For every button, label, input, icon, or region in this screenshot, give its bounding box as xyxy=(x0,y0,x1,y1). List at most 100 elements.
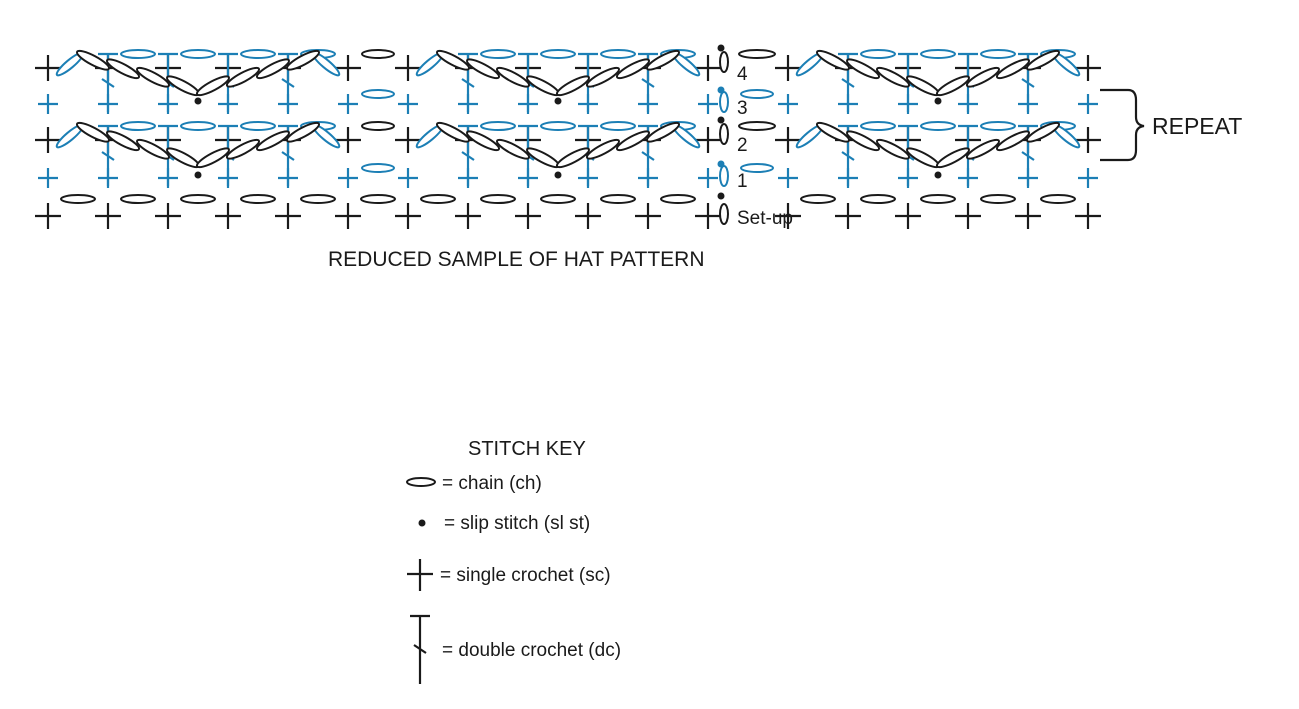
chain-stitch xyxy=(255,58,291,80)
slip-stitch xyxy=(194,97,202,105)
chain-stitch xyxy=(480,194,516,204)
slip-stitch xyxy=(934,171,942,179)
single-crochet-stitch xyxy=(35,127,61,153)
single-crochet-stitch xyxy=(778,94,798,114)
chain-stitch xyxy=(225,66,261,88)
single-crochet-stitch xyxy=(398,168,418,188)
chain-stitch xyxy=(495,66,531,88)
chain-stitch xyxy=(540,194,576,204)
chain-stitch xyxy=(585,138,621,160)
chain-stitch xyxy=(645,49,681,71)
single-crochet-stitch xyxy=(35,55,61,81)
chain-stitch xyxy=(120,194,156,204)
single-crochet-stitch xyxy=(1075,203,1101,229)
chain-stitch xyxy=(555,147,591,169)
chain-stitch xyxy=(1040,194,1076,204)
key-label-slip-stitch: = slip stitch (sl st) xyxy=(444,513,590,534)
row-label-3: 3 xyxy=(737,98,748,119)
single-crochet-icon xyxy=(407,559,433,591)
single-crochet-stitch xyxy=(1075,55,1101,81)
single-crochet-stitch xyxy=(1075,127,1101,153)
single-crochet-stitch xyxy=(275,203,301,229)
single-crochet-stitch xyxy=(1015,203,1041,229)
chain-stitch xyxy=(738,49,776,59)
chain-stitch xyxy=(435,49,471,71)
chain-stitch xyxy=(935,75,971,97)
single-crochet-stitch xyxy=(335,55,361,81)
key-item-single-crochet: = single crochet (sc) xyxy=(407,559,611,591)
chain-stitch xyxy=(135,66,171,88)
single-crochet-stitch xyxy=(35,203,61,229)
chain-stitch xyxy=(660,194,696,204)
chain-stitch xyxy=(285,121,321,143)
single-crochet-stitch xyxy=(398,94,418,114)
chain-stitch xyxy=(860,194,896,204)
single-crochet-stitch xyxy=(38,94,58,114)
single-crochet-stitch xyxy=(895,203,921,229)
chain-stitch xyxy=(740,163,774,173)
single-crochet-stitch xyxy=(395,203,421,229)
key-item-double-crochet: = double crochet (dc) xyxy=(410,614,621,684)
chain-stitch xyxy=(180,194,216,204)
key-item-chain: = chain (ch) xyxy=(406,473,542,494)
chain-stitch xyxy=(875,66,911,88)
chain-stitch xyxy=(420,194,456,204)
slip-stitch xyxy=(717,192,725,200)
chain-stitch xyxy=(615,130,651,152)
double-crochet-icon xyxy=(410,614,430,684)
chain-stitch xyxy=(860,121,896,131)
chain-stitch xyxy=(800,194,836,204)
chain-stitch xyxy=(225,138,261,160)
slip-stitch xyxy=(717,116,725,124)
chain-stitch xyxy=(361,49,395,59)
row-label-setup: Set-up xyxy=(737,208,793,229)
chain-stitch xyxy=(719,203,729,225)
chain-stitch xyxy=(480,121,516,131)
single-crochet-stitch xyxy=(778,168,798,188)
chain-stitch xyxy=(255,130,291,152)
chain-stitch xyxy=(1025,49,1061,71)
chain-stitch xyxy=(361,89,395,99)
chain-stitch xyxy=(75,121,111,143)
slip-stitch xyxy=(717,44,725,52)
chain-stitch xyxy=(995,58,1031,80)
chain-stitch xyxy=(240,194,276,204)
chain-icon xyxy=(406,477,436,487)
single-crochet-stitch xyxy=(1078,94,1098,114)
single-crochet-stitch xyxy=(338,168,358,188)
chain-stitch xyxy=(600,49,636,59)
chain-stitch xyxy=(435,121,471,143)
single-crochet-stitch xyxy=(635,203,661,229)
single-crochet-stitch xyxy=(155,203,181,229)
chain-stitch xyxy=(645,121,681,143)
chain-stitch xyxy=(480,49,516,59)
chain-stitch xyxy=(60,194,96,204)
chain-stitch xyxy=(920,121,956,131)
chain-stitch xyxy=(120,49,156,59)
chain-stitch xyxy=(615,58,651,80)
key-item-slip-stitch: = slip stitch (sl st) xyxy=(418,513,590,534)
chain-stitch xyxy=(540,49,576,59)
slip-stitch xyxy=(554,171,562,179)
chain-stitch xyxy=(980,121,1016,131)
chain-stitch xyxy=(120,121,156,131)
stitch-key-title: STITCH KEY xyxy=(468,438,586,460)
single-crochet-stitch xyxy=(775,203,801,229)
chain-stitch xyxy=(995,130,1031,152)
chain-stitch xyxy=(360,194,396,204)
chain-stitch xyxy=(815,49,851,71)
chain-stitch xyxy=(965,138,1001,160)
chain-stitch xyxy=(135,138,171,160)
single-crochet-stitch xyxy=(698,168,718,188)
single-crochet-stitch xyxy=(455,203,481,229)
single-crochet-stitch xyxy=(955,203,981,229)
chain-stitch xyxy=(719,123,729,145)
chain-stitch xyxy=(240,49,276,59)
single-crochet-stitch xyxy=(835,203,861,229)
chain-stitch xyxy=(935,147,971,169)
chain-stitch xyxy=(180,121,216,131)
repeat-bracket xyxy=(1100,88,1145,162)
chain-stitch xyxy=(920,194,956,204)
chain-stitch xyxy=(860,49,896,59)
chain-stitch xyxy=(285,49,321,71)
